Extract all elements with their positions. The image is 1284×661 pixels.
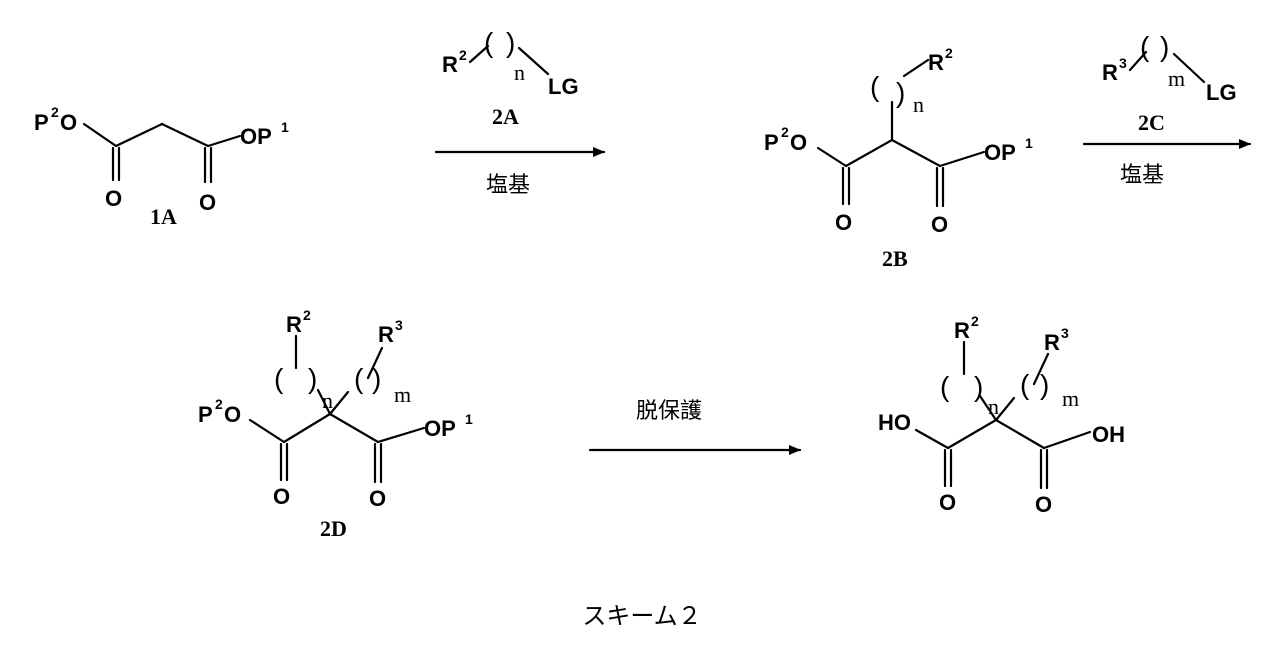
- carbonyl-o: O: [939, 490, 956, 515]
- superscript-1: 1: [281, 119, 289, 135]
- paren-close: ): [1040, 369, 1049, 400]
- atom-o: O: [60, 110, 77, 135]
- index-n: n: [514, 60, 525, 85]
- atom-r2: R: [928, 50, 944, 75]
- paren-open: (: [1140, 31, 1150, 62]
- paren-open: (: [354, 363, 364, 394]
- reagent-base-1: 塩基: [486, 173, 530, 198]
- carbonyl-o: O: [199, 190, 216, 215]
- atom-r2: R: [442, 52, 458, 77]
- paren-open: (: [1020, 369, 1030, 400]
- reagent-2a-structure: R 2 ( ) n LG 2A: [442, 27, 579, 129]
- atom-r3: R: [378, 322, 394, 347]
- superscript-3: 3: [395, 317, 403, 333]
- atom-lg: LG: [1206, 80, 1237, 105]
- superscript-2: 2: [781, 124, 789, 140]
- compound-label-2a: 2A: [492, 104, 519, 129]
- atom-ho: HO: [878, 410, 911, 435]
- atom-op1: OP: [424, 416, 456, 441]
- atom-r2: R: [954, 318, 970, 343]
- product-diacid-structure: R 2 R 3 ( ) n ( ) m HO OH O O: [878, 313, 1125, 517]
- superscript-2: 2: [215, 396, 223, 412]
- reagent-base-2: 塩基: [1120, 163, 1164, 188]
- scheme-caption: スキーム２: [582, 602, 701, 630]
- paren-open: (: [870, 71, 880, 102]
- carbonyl-o: O: [1035, 492, 1052, 517]
- reagent-2c-structure: R 3 ( ) m LG 2C: [1102, 31, 1237, 135]
- superscript-2: 2: [971, 313, 979, 329]
- paren-close: ): [308, 363, 317, 394]
- index-n: n: [988, 394, 999, 419]
- superscript-2: 2: [303, 307, 311, 323]
- atom-p2: P: [764, 130, 779, 155]
- superscript-3: 3: [1119, 55, 1127, 71]
- index-m: m: [394, 382, 411, 407]
- superscript-2: 2: [459, 47, 467, 63]
- paren-close: ): [372, 363, 381, 394]
- atom-r3: R: [1044, 330, 1060, 355]
- paren-close: ): [1160, 31, 1169, 62]
- superscript-3: 3: [1061, 325, 1069, 341]
- compound-label-2c: 2C: [1138, 110, 1165, 135]
- compound-label-2b: 2B: [882, 246, 908, 271]
- index-n: n: [322, 388, 333, 413]
- compound-label-2d: 2D: [320, 516, 347, 541]
- compound-2d-structure: R 2 R 3 ( ) n ( ) m P 2 O OP 1 O O 2D: [198, 307, 473, 541]
- atom-r3: R: [1102, 60, 1118, 85]
- index-m: m: [1062, 386, 1079, 411]
- compound-label-1a: 1A: [150, 204, 177, 229]
- paren-open: (: [274, 363, 284, 394]
- atom-o: O: [790, 130, 807, 155]
- atom-p2: P: [198, 402, 213, 427]
- atom-oh: OH: [1092, 422, 1125, 447]
- superscript-2: 2: [51, 104, 59, 120]
- superscript-1: 1: [1025, 135, 1033, 151]
- paren-open: (: [484, 27, 494, 58]
- paren-open: (: [940, 371, 950, 402]
- carbonyl-o: O: [273, 484, 290, 509]
- atom-r2: R: [286, 312, 302, 337]
- atom-p2: P: [34, 110, 49, 135]
- paren-close: ): [896, 77, 905, 108]
- atom-o: O: [224, 402, 241, 427]
- index-n: n: [913, 92, 924, 117]
- compound-2b-structure: ( ) n R 2 P 2 O OP 1 O O 2B: [764, 45, 1033, 271]
- reagent-deprotection: 脱保護: [636, 399, 702, 424]
- atom-lg: LG: [548, 74, 579, 99]
- carbonyl-o: O: [369, 486, 386, 511]
- superscript-2: 2: [945, 45, 953, 61]
- atom-op1: OP: [240, 124, 272, 149]
- carbonyl-o: O: [105, 186, 122, 211]
- index-m: m: [1168, 66, 1185, 91]
- carbonyl-o: O: [835, 210, 852, 235]
- compound-1a-structure: P 2 O OP 1 O O 1A: [34, 104, 289, 229]
- superscript-1: 1: [465, 411, 473, 427]
- paren-close: ): [506, 27, 515, 58]
- paren-close: ): [974, 371, 983, 402]
- atom-op1: OP: [984, 140, 1016, 165]
- carbonyl-o: O: [931, 212, 948, 237]
